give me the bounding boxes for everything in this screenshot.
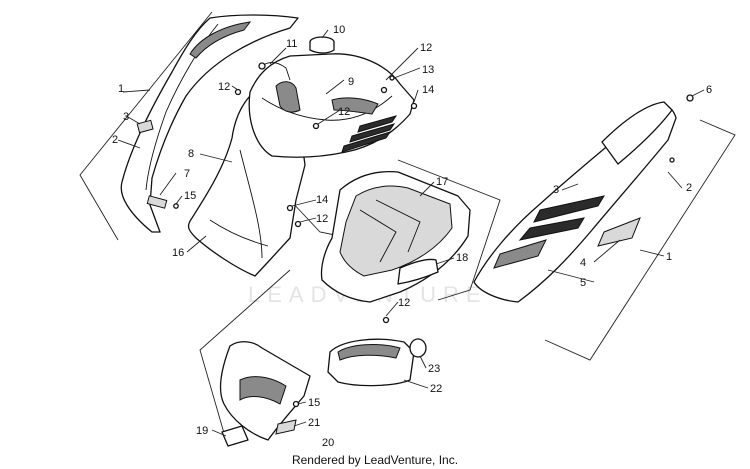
left-group-bracket: [79, 11, 213, 241]
bumper-grille[interactable]: [239, 376, 287, 405]
callout-14-hood: 14: [422, 84, 434, 96]
callout-20: 20: [322, 437, 334, 449]
right-group-bracket: [544, 119, 736, 361]
right-side-panel-upper[interactable]: [601, 101, 673, 165]
right-panel-lower-decal[interactable]: [493, 239, 547, 269]
callout-10: 10: [333, 24, 345, 36]
screw-12-bin[interactable]: [382, 316, 390, 324]
storage-bin-group: [320, 159, 501, 324]
callout-9: 9: [348, 76, 354, 88]
hood-vent-left[interactable]: [275, 81, 301, 113]
callout-19: 19: [196, 425, 208, 437]
clip-14-nose[interactable]: [286, 204, 294, 212]
right-decal-4[interactable]: [597, 217, 641, 247]
left-side-panel-trim[interactable]: [189, 21, 252, 59]
callout-right-4: 4: [580, 257, 586, 269]
bin-liner-18[interactable]: [397, 258, 439, 285]
callout-leaders: [117, 29, 705, 437]
left-side-panel-group: [79, 11, 299, 241]
callout-12-hood-center: 12: [338, 106, 350, 118]
hood-vent-right[interactable]: [331, 97, 379, 115]
right-panel-stripe-2[interactable]: [518, 217, 585, 241]
hood-stripe-3[interactable]: [341, 131, 392, 153]
callout-labels: 1 3 2 7 15 8 16 11 10 12 12 13 9 14 12 1…: [112, 24, 712, 449]
callout-left-2: 2: [112, 134, 118, 146]
callout-12-hood-right: 12: [420, 42, 432, 54]
callout-18: 18: [456, 252, 468, 264]
callout-12-bin: 12: [398, 297, 410, 309]
washer-13[interactable]: [389, 75, 395, 81]
air-duct-clamp[interactable]: [409, 338, 427, 358]
callout-17: 17: [436, 176, 448, 188]
clip-6[interactable]: [686, 94, 694, 102]
callout-8: 8: [188, 148, 194, 160]
callout-13: 13: [422, 64, 434, 76]
callout-12-hood-left: 12: [218, 81, 230, 93]
callout-right-5: 5: [580, 277, 586, 289]
callout-left-7: 7: [184, 168, 190, 180]
right-rivet[interactable]: [669, 157, 675, 163]
lower-bumper-group: [199, 269, 311, 447]
screw-12-hood-right[interactable]: [380, 86, 388, 94]
tow-hook-19[interactable]: [221, 425, 249, 447]
right-panel-stripe-1[interactable]: [533, 195, 606, 223]
screw-12-nose[interactable]: [294, 220, 302, 228]
hood-stripe-1[interactable]: [357, 115, 398, 133]
callout-15-bumper: 15: [308, 397, 320, 409]
callout-right-2: 2: [686, 182, 692, 194]
callout-22: 22: [430, 383, 442, 395]
callout-left-1: 1: [118, 83, 124, 95]
hood-assembly: [187, 36, 418, 277]
callout-11: 11: [286, 38, 297, 50]
screw-12-hood-center[interactable]: [312, 122, 320, 130]
callout-right-3: 3: [553, 184, 559, 196]
left-rivet[interactable]: [173, 203, 179, 209]
callout-12-nose: 12: [316, 213, 328, 225]
screw-12-hood-left[interactable]: [234, 88, 242, 96]
storage-bin-interior: [339, 185, 453, 277]
callout-14-nose: 14: [316, 194, 328, 206]
left-side-panel[interactable]: [120, 14, 299, 233]
render-credit: Rendered by LeadVenture, Inc.: [291, 453, 459, 467]
callout-right-1: 1: [666, 251, 672, 263]
left-lower-decal[interactable]: [146, 195, 168, 209]
right-side-panel-group: LXR: [473, 94, 736, 361]
callout-left-3: 3: [123, 111, 129, 123]
bumper-decal-21[interactable]: [275, 419, 297, 435]
bumper-bracket: [199, 269, 291, 441]
clip-14-hood[interactable]: [410, 102, 418, 110]
gauge-cap-body[interactable]: [309, 42, 335, 54]
screw-15-bumper[interactable]: [292, 400, 300, 408]
bin-bracket: [397, 159, 501, 301]
left-side-decal[interactable]: [136, 119, 154, 134]
hood-stripe-2[interactable]: [349, 123, 396, 143]
air-duct-group: [327, 338, 427, 387]
callout-16: 16: [172, 247, 184, 259]
callout-6: 6: [706, 84, 712, 96]
air-duct-grille[interactable]: [337, 344, 401, 361]
callout-23: 23: [428, 363, 440, 375]
callout-left-15: 15: [184, 190, 196, 202]
harness-connector[interactable]: [258, 62, 266, 70]
callout-21: 21: [308, 417, 320, 429]
